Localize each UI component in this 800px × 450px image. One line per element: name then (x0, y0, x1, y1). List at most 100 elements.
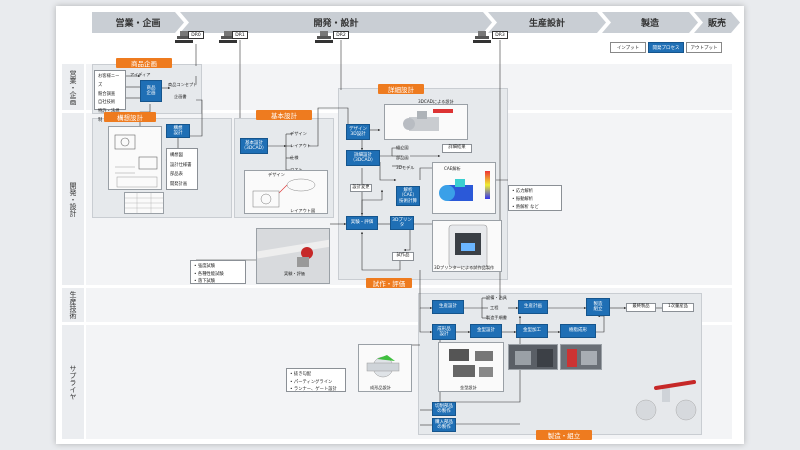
lane-label-sales: 営業・企画 (62, 64, 84, 110)
label-3dcad-design: 3DCADによる設計 (418, 99, 454, 104)
phase-development-design: 開発・設計 (180, 12, 492, 33)
output-spec: 仕様 (290, 155, 299, 160)
label-experiment-photo: 実験・評価 (284, 271, 305, 276)
output-work-instructions: 製造手順書 (486, 315, 507, 320)
dr-tag: DR3 (492, 31, 508, 39)
process-3d-design: デザイン 3D設計 (346, 124, 370, 140)
section-trial-eval: 試作・評価 (366, 278, 412, 288)
output-design: デザイン (290, 131, 307, 136)
process-production-design: 生産設計 (432, 300, 464, 314)
input-own-technology: 自社技術 (98, 100, 116, 106)
input-competitor-research: 競合調査 (98, 91, 116, 97)
note-draft-angle: • 抜き勾配 (290, 372, 312, 377)
first-product-box: 1次量産品 (662, 303, 694, 312)
prototype-box: 試作品 (392, 252, 414, 261)
design-review-gavel-icon (312, 28, 336, 46)
section-manufacturing: 製造・組立 (536, 430, 592, 440)
phase-manufacturing: 製造 (602, 12, 698, 33)
design-change-box: 設計変更 (350, 184, 372, 192)
experiment-photo-image (256, 228, 330, 284)
resin-molding-photo (560, 344, 602, 370)
basic-design-sketch-image (244, 170, 328, 214)
process-product-planning: 商品 企画 (140, 80, 162, 102)
section-basic-design: 基本設計 (256, 110, 312, 120)
test-performance: • 各種性能試験 (194, 271, 224, 277)
input-customer-needs: お客様ニーズ (98, 74, 120, 88)
label-layout-drawing: レイアウト図 (290, 208, 316, 213)
label-3d-printer: 3Dプリンターによる試作品製作 (434, 265, 495, 270)
legend-output: アウトプット (686, 42, 722, 53)
concept-sketch-image (108, 126, 162, 190)
phase-sales: 販売 (694, 12, 740, 33)
label-molded-part-design: 成形品設計 (370, 385, 391, 390)
concept-table-image (124, 192, 164, 214)
test-drop: • 落下試験 (194, 279, 216, 285)
label-mold-design: 金型設計 (460, 385, 477, 390)
label-design-image: デザイン (268, 172, 285, 177)
note-parting-line: • パーティングライン (290, 379, 333, 385)
design-review-gavel-icon (470, 28, 494, 46)
mold-design-notes: • 抜き勾配 • パーティングライン • ランナー、ゲート設計 (286, 368, 346, 392)
test-list: • 強度試験 • 各種性能試験 • 落下試験 (190, 260, 246, 284)
3dcad-valve-image (384, 104, 468, 140)
process-experiment-eval: 実験・評価 (346, 216, 378, 230)
cae-analysis-image (432, 162, 496, 214)
phase-production-design: 生産設計 (488, 12, 606, 33)
process-assembly: 製造 組立 (586, 298, 610, 316)
design-review-gavel-icon (216, 28, 240, 46)
output-dev-plan: 開発計画 (170, 181, 188, 187)
output-concept-drawing: 構想図 (170, 153, 183, 158)
output-part-drawing: 部品図 (396, 155, 409, 160)
output-3d-model: 3Dモデル (396, 165, 415, 170)
section-detail-design: 詳細設計 (378, 84, 424, 94)
final-valve-product-image (634, 376, 702, 434)
process-basic-design: 基本設計 （3DCAD） (240, 138, 268, 154)
phase-sales-planning: 営業・企画 (92, 12, 184, 33)
label-proposal: 企画書 (174, 94, 187, 99)
dr-tag: DR2 (333, 31, 349, 39)
output-stress-analysis: • 応力解析 (512, 189, 534, 194)
output-thermal-analysis: • 熱解析 など (512, 205, 539, 211)
label-idea: アイディア (130, 72, 151, 77)
output-cost: コスト (290, 167, 303, 173)
final-product-box: 最終製品 (626, 303, 656, 312)
dr-tag: DR1 (232, 31, 248, 39)
label-product-concept: 商品コンセプト (168, 82, 198, 87)
label-cae: CAE解析 (444, 166, 461, 171)
output-assembly-drawing: 組立図 (396, 145, 409, 150)
output-process: 工程 (490, 305, 499, 310)
section-concept-design: 構想設計 (104, 112, 156, 122)
note-runner-gate: • ランナー、ゲート設計 (290, 387, 337, 393)
process-molded-part-design: 成形品 設計 (432, 324, 456, 340)
process-mold-design: 金型設計 (470, 324, 502, 338)
input-patents-regulations: 特許・法規制 (98, 109, 119, 123)
section-product-planning: 商品企画 (116, 58, 172, 68)
process-cae-analysis: 解析 （CAE） 技術計算 (396, 186, 420, 206)
legend-process: 開発プロセス (648, 42, 684, 53)
output-bom: 部品表 (170, 172, 183, 178)
design-review-gavel-icon (172, 28, 196, 46)
lane-label-supplier: サプライヤ (62, 325, 84, 439)
output-equipment-jig: 設備・治具 (486, 295, 507, 300)
test-strength: • 強度試験 (194, 264, 216, 269)
3d-printer-image (432, 220, 502, 272)
cae-outputs: • 応力解析 • 振動解析 • 熱解析 など (508, 185, 562, 211)
detail-result-box: 詳細結果 (442, 144, 472, 153)
concept-outputs: 構想図 設計仕様書 部品表 開発計画 (166, 148, 198, 190)
output-vibration-analysis: • 振動解析 (512, 197, 534, 203)
molded-part-image (358, 344, 412, 392)
planning-inputs: お客様ニーズ 競合調査 自社技術 特許・法規制 (94, 70, 126, 123)
process-mold-machining: 金型加工 (516, 324, 548, 338)
output-layout: レイアウト (290, 143, 311, 148)
dr-tag: DR0 (188, 31, 204, 39)
process-resin-molding: 樹脂成形 (560, 324, 596, 338)
lane-label-production-tech: 生産技術 (62, 288, 84, 322)
mold-machining-photo (508, 344, 558, 370)
process-detail-design: 詳細設計 （3DCAD） (346, 150, 380, 166)
process-purchased-parts: 購入部品 の製作 (432, 418, 456, 432)
output-design-spec: 設計仕様書 (170, 162, 192, 168)
process-cut-parts: 切削部品 の製作 (432, 402, 456, 416)
lane-label-development: 開発・設計 (62, 113, 84, 285)
mold-design-image (438, 342, 504, 392)
process-3d-printer: 3Dプリンタ (390, 216, 414, 230)
